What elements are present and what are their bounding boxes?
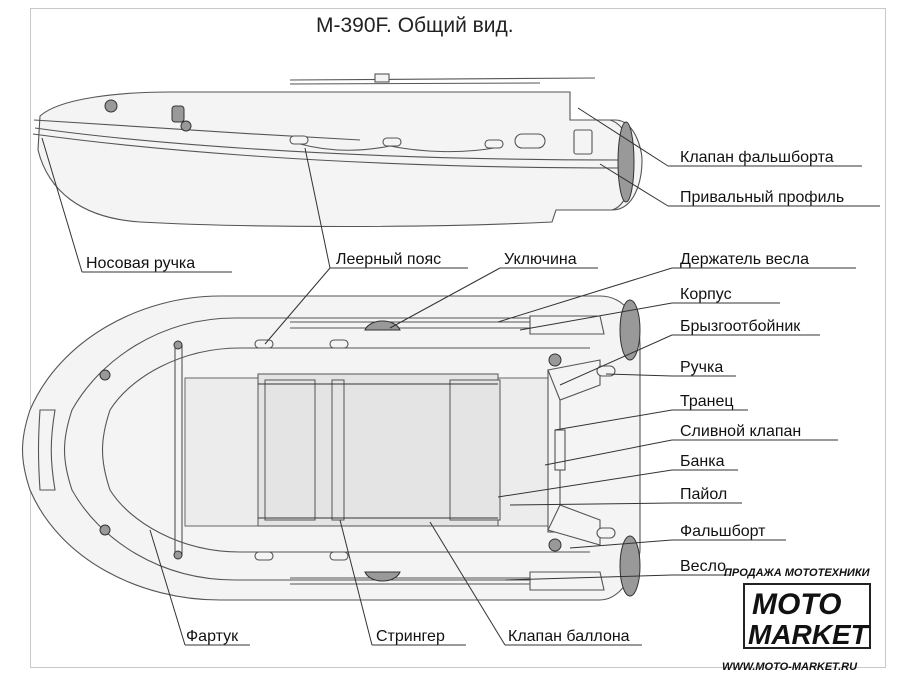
- label-tube-valve: Клапан баллона: [508, 628, 630, 645]
- logo-url: WWW.MOTO-MARKET.RU: [722, 661, 858, 673]
- label-seat: Банка: [680, 453, 725, 470]
- label-rub-strake: Привальный профиль: [680, 189, 844, 206]
- logo-line1: MOTO: [752, 588, 841, 621]
- top-view: [21, 295, 641, 601]
- labels: Клапан фальшборта Привальный профиль Нос…: [86, 149, 844, 645]
- leader-lines: [41, 107, 880, 646]
- label-oarlock: Уключина: [504, 251, 577, 268]
- label-oar: Весло: [680, 558, 726, 575]
- label-oar-holder: Держатель весла: [680, 251, 809, 268]
- side-oar: [289, 77, 596, 81]
- side-view: [32, 73, 643, 228]
- label-hull: Корпус: [680, 286, 732, 303]
- label-splash-guard: Брызгоотбойник: [680, 318, 801, 335]
- diagram-title: М-390F. Общий вид.: [316, 14, 514, 37]
- label-bow-handle: Носовая ручка: [86, 255, 195, 272]
- logo-tagline: ПРОДАЖА МОТОТЕХНИКИ: [724, 567, 871, 579]
- label-transom: Транец: [680, 393, 734, 410]
- logo-line2: MARKET: [748, 619, 871, 650]
- top-oar-lower: [529, 571, 605, 591]
- moto-market-logo: ПРОДАЖА МОТОТЕХНИКИ MOTO MARKET WWW.MOTO…: [722, 567, 871, 673]
- label-drain-valve: Сливной клапан: [680, 423, 801, 440]
- label-apron: Фартук: [186, 628, 239, 645]
- label-handle: Ручка: [680, 359, 723, 376]
- label-lifeline: Леерный пояс: [336, 251, 441, 268]
- label-valve-gunwale: Клапан фальшборта: [680, 149, 834, 166]
- label-gunwale: Фальшборт: [680, 523, 766, 540]
- drawing-frame: [30, 8, 886, 668]
- label-floor: Пайол: [680, 486, 727, 503]
- label-stringer: Стрингер: [376, 628, 445, 645]
- top-oar-upper: [529, 315, 605, 335]
